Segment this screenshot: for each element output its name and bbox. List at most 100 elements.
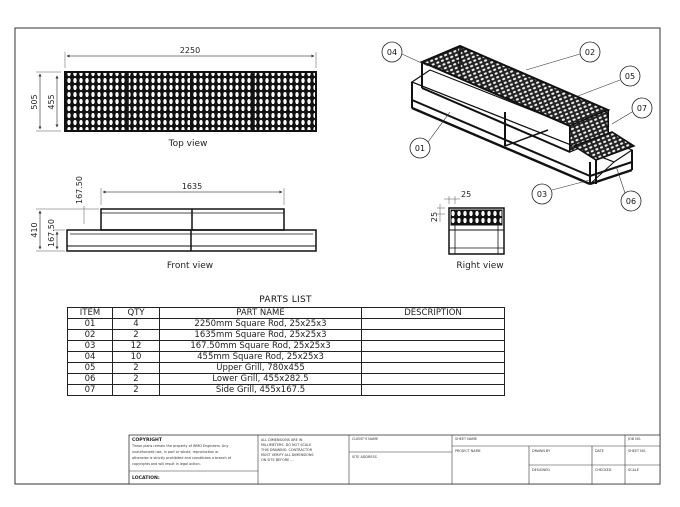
front-view-width-dim: 1635 (182, 182, 202, 191)
svg-text:07: 07 (637, 104, 647, 113)
top-view-width-dim: 2250 (180, 46, 200, 55)
cell-description (361, 373, 505, 385)
copyright-heading: COPYRIGHT (132, 437, 163, 443)
col-header-qty: QTY (112, 307, 160, 319)
callouts: 04 02 05 07 01 03 06 (381, 41, 653, 212)
checked-label: CHECKED (595, 468, 612, 472)
cell-item: 03 (67, 340, 113, 352)
site-address-label: SITE ADDRESS (352, 455, 377, 459)
isometric-view (410, 44, 636, 186)
front-view-height-dim: 410 (30, 222, 39, 237)
isometric-lower-grill (572, 131, 636, 161)
cell-part-name: Lower Grill, 455x282.5 (159, 373, 362, 385)
top-view-height-outer-dim: 505 (30, 94, 39, 109)
cell-description (361, 329, 505, 341)
front-view: 1635 167.50 410 167.50 Front view (30, 176, 317, 271)
cell-part-name: 455mm Square Rod, 25x25x3 (159, 351, 362, 363)
cell-item: 06 (67, 373, 113, 385)
cell-qty: 4 (112, 318, 160, 330)
svg-text:04: 04 (387, 48, 397, 57)
callout-04 (381, 41, 403, 63)
callout-06 (620, 190, 642, 212)
project-name-label: PROJECT NAME (455, 449, 481, 453)
sheet-no-label: SHEET NO. (628, 449, 646, 453)
copyright-line: unauthorized use, in part or whole, repr… (132, 450, 219, 454)
copyright-line: copyrights and will result in legal acti… (132, 462, 201, 466)
cell-qty: 10 (112, 351, 160, 363)
callout-07 (631, 97, 653, 119)
drawn-by-label: DRAWN BY (532, 449, 551, 453)
cell-qty: 2 (112, 373, 160, 385)
svg-text:02: 02 (585, 48, 595, 57)
front-view-step-dim: 167.50 (75, 176, 84, 204)
note-line: MUST VERIFY ALL DIMENSIONS (261, 453, 314, 457)
right-view-width-dim: 25 (461, 190, 471, 199)
right-view-mesh (450, 209, 503, 226)
callout-01 (409, 137, 431, 159)
parts-list: PARTS LIST ITEM QTY PART NAME DESCRIPTIO… (67, 293, 505, 396)
right-view: 25 25 Right view (430, 190, 505, 271)
cell-item: 02 (67, 329, 113, 341)
svg-text:06: 06 (626, 197, 636, 206)
cell-description (361, 340, 505, 352)
svg-text:01: 01 (415, 144, 425, 153)
cell-description (361, 351, 505, 363)
client-name-label: CLIENT'S NAME (352, 437, 378, 441)
scale-label: SCALE (628, 468, 639, 472)
top-view: 2250 505 455 Top view (30, 46, 317, 149)
cell-qty: 2 (112, 362, 160, 374)
copyright-line: These plans remain the property of WMD E… (131, 444, 228, 448)
cell-part-name: 1635mm Square Rod, 25x25x3 (159, 329, 362, 341)
cell-qty: 2 (112, 384, 160, 396)
cell-part-name: Side Grill, 455x167.5 (159, 384, 362, 396)
cell-item: 05 (67, 362, 113, 374)
cell-part-name: Upper Grill, 780x455 (159, 362, 362, 374)
cell-item: 01 (67, 318, 113, 330)
col-header-description: DESCRIPTION (361, 307, 505, 319)
note-line: ON SITE BEFORE ... (261, 458, 294, 462)
location-label: LOCATION: (132, 475, 160, 481)
col-header-item: ITEM (67, 307, 113, 319)
cell-item: 04 (67, 351, 113, 363)
sheet-name-label: SHEET NAME (455, 437, 477, 441)
front-view-label: Front view (167, 261, 213, 271)
cell-part-name: 167.50mm Square Rod, 25x25x3 (159, 340, 362, 352)
top-view-label: Top view (168, 139, 208, 149)
note-line: THIS DRAWING. CONTRACTOR (260, 448, 313, 452)
parts-list-title: PARTS LIST (259, 295, 312, 305)
title-block: COPYRIGHT These plans remain the propert… (128, 434, 661, 485)
cell-item: 07 (67, 384, 113, 396)
callout-05 (619, 65, 641, 87)
job-no-label: JOB NO. (627, 437, 641, 441)
col-header-part-name: PART NAME (159, 307, 362, 319)
designed-label: DESIGNED (532, 468, 550, 472)
callout-02 (579, 41, 601, 63)
svg-text:03: 03 (537, 190, 547, 199)
note-line: MILLIMETERS. DO NOT SCALE (261, 443, 311, 447)
parts-table-header: ITEM QTY PART NAME DESCRIPTION (67, 307, 505, 319)
svg-text:05: 05 (625, 72, 635, 81)
cell-description (361, 362, 505, 374)
right-view-label: Right view (456, 261, 503, 271)
copyright-line: otherwise is strictly prohibited and con… (132, 456, 232, 460)
right-view-height-dim: 25 (430, 212, 439, 222)
date-label: DATE (595, 449, 604, 453)
cell-qty: 12 (112, 340, 160, 352)
note-line: ALL DIMENSIONS ARE IN (261, 438, 303, 442)
top-view-height-inner-dim: 455 (47, 94, 56, 109)
cell-qty: 2 (112, 329, 160, 341)
cell-description (361, 384, 505, 396)
cell-part-name: 2250mm Square Rod, 25x25x3 (159, 318, 362, 330)
callout-03 (531, 183, 553, 205)
cell-description (361, 318, 505, 330)
front-view-lower-dim: 167.50 (47, 219, 56, 247)
